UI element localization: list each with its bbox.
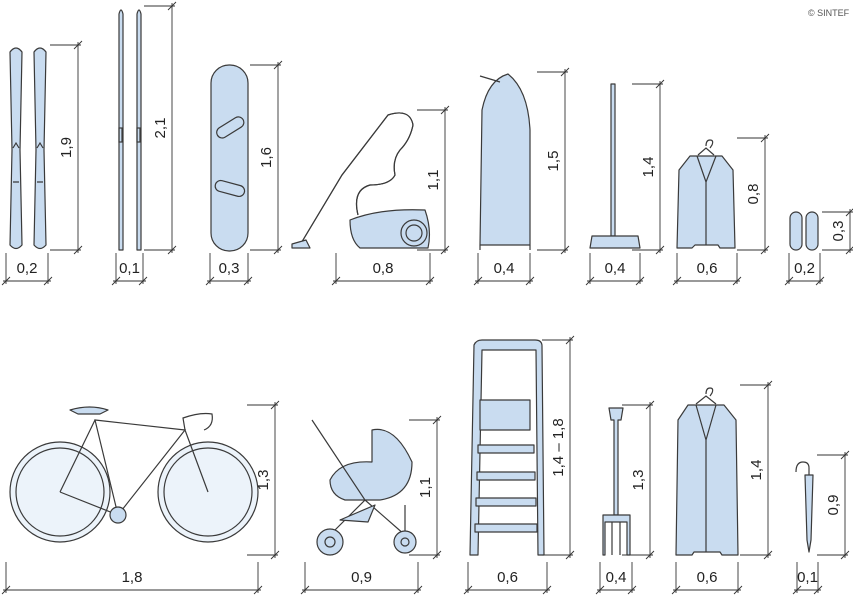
vacuum-cleaner-drawing [291,112,431,249]
ironing-board-width-label: 0,4 [494,260,515,277]
vacuum-cleaner-width-dimension: 0,8 [331,253,435,286]
jacket-on-hanger-width-label: 0,6 [697,260,718,277]
garden-fork-height-label: 1,3 [630,470,647,491]
snowboard-width-label: 0,3 [219,260,240,277]
pram-drawing [311,419,417,556]
ironing-board-drawing [479,73,531,250]
snowboard-width-dimension: 0,3 [205,253,253,286]
ironing-board-height-label: 1,5 [545,151,562,172]
copyright-label: © SINTEF [808,8,850,18]
shoes-width-dimension: 0,2 [784,253,825,286]
long-coat-on-hanger-height-label: 1,4 [748,460,765,481]
skis-drawing [9,47,47,250]
long-coat-drawing [675,387,739,556]
cross-country-skis-height-label: 2,1 [152,118,169,139]
umbrella-width-dimension: 0,1 [792,562,823,595]
shoes-drawing [789,211,819,251]
pram-height-label: 1,1 [417,477,434,498]
vacuum-cleaner-width-label: 0,8 [373,260,394,277]
jacket-drawing [676,139,736,249]
shoes-width-label: 0,2 [794,260,815,277]
long-coat-on-hanger-width-label: 0,6 [697,569,718,586]
umbrella-height-label: 0,9 [825,495,842,516]
step-ladder-drawing [469,339,545,556]
broom-width-dimension: 0,4 [585,253,645,286]
umbrella-width-label: 0,1 [797,569,818,586]
step-ladder-height-label: 1,4 – 1,8 [550,418,567,476]
shoes-height-label: 0,3 [830,221,847,242]
cross-country-skis-width-dimension: 0,1 [111,253,148,286]
bicycle-width-dimension: 1,8 [1,562,263,595]
pram-width-label: 0,9 [351,569,372,586]
skis-width-label: 0,2 [17,260,38,277]
umbrella-height-dimension: 0,9 [817,450,850,560]
broom-width-label: 0,4 [605,260,626,277]
ironing-board-width-dimension: 0,4 [473,253,535,286]
bicycle-drawing [9,406,259,543]
step-ladder-width-dimension: 0,6 [463,562,552,595]
long-coat-on-hanger-width-dimension: 0,6 [671,562,743,595]
broom-drawing [589,83,641,249]
broom-height-label: 1,4 [640,157,657,178]
cross-country-skis-height-dimension: 2,1 [144,1,177,255]
cross-country-skis-width-label: 0,1 [119,260,140,277]
umbrella-drawing [795,461,814,553]
shoes-height-dimension: 0,3 [822,208,853,255]
skis-height-dimension: 1,9 [50,40,83,255]
pram-width-dimension: 0,9 [300,562,423,595]
garden-fork-width-dimension: 0,4 [595,562,637,595]
garden-fork-width-label: 0,4 [606,569,627,586]
snowboard-height-dimension: 1,6 [250,60,283,255]
jacket-on-hanger-height-label: 0,8 [745,184,762,205]
ironing-board-height-dimension: 1,5 [537,67,570,255]
garden-fork-drawing [602,407,631,556]
vacuum-cleaner-height-dimension: 1,1 [417,105,450,255]
snowboard-drawing [210,64,249,252]
garden-fork-height-dimension: 1,3 [622,400,655,560]
step-ladder-width-label: 0,6 [497,569,518,586]
bicycle-width-label: 1,8 [122,569,143,586]
broom-height-dimension: 1,4 [632,79,665,255]
cross-country-skis-drawing [118,9,142,251]
bicycle-height-label: 1,3 [255,470,272,491]
snowboard-height-label: 1,6 [258,147,275,168]
pram-height-dimension: 1,1 [409,415,442,560]
vacuum-cleaner-height-label: 1,1 [425,170,442,191]
jacket-on-hanger-width-dimension: 0,6 [672,253,742,286]
step-ladder-height-dimension: 1,4 – 1,8 [542,335,575,560]
jacket-on-hanger-height-dimension: 0,8 [737,133,770,255]
long-coat-on-hanger-height-dimension: 1,4 [740,380,773,560]
bicycle-height-dimension: 1,3 [247,400,280,560]
skis-width-dimension: 0,2 [1,253,53,286]
skis-height-label: 1,9 [58,137,75,158]
